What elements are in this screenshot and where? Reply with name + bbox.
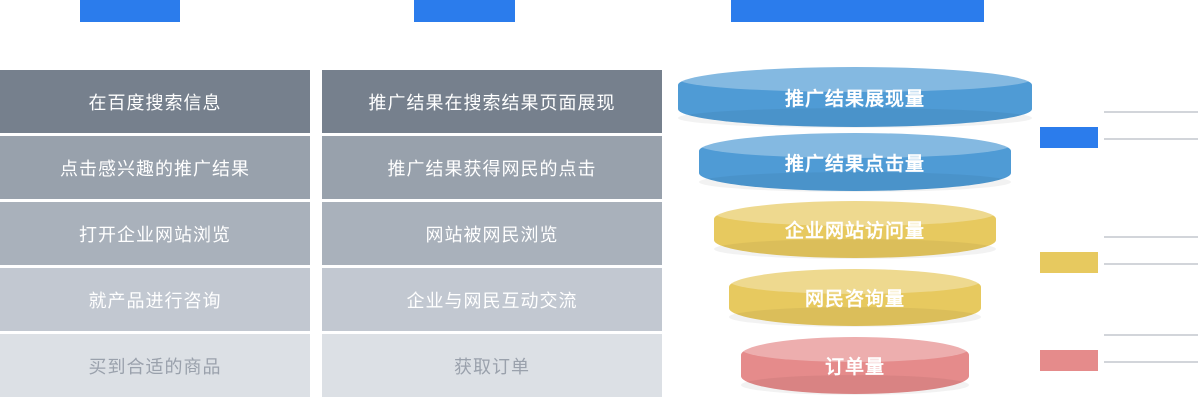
funnel-level-inquiries: 网民咨询量 [729, 268, 981, 327]
legend-leader-line [1104, 236, 1198, 238]
funnel-level-label: 企业网站访问量 [784, 221, 925, 242]
row-label: 推广结果在搜索结果页面展现 [368, 92, 616, 113]
table-row: 买到合适的商品 [0, 334, 310, 397]
header-bar-2 [414, 0, 515, 22]
legend-leader-line [1104, 138, 1198, 140]
funnel-level-site-visits: 企业网站访问量 [714, 200, 996, 259]
promotion-result-column: 推广结果在搜索结果页面展现 推广结果获得网民的点击 网站被网民浏览 企业与网民互… [322, 70, 662, 397]
legend-swatch-red [1040, 350, 1098, 371]
funnel-level-label: 订单量 [824, 357, 885, 378]
row-label: 在百度搜索信息 [88, 92, 222, 113]
table-row: 就产品进行咨询 [0, 268, 310, 331]
funnel-level-impressions: 推广结果展现量 [678, 66, 1032, 128]
header-bar-1 [80, 0, 180, 22]
funnel-level-orders: 订单量 [741, 336, 969, 395]
table-row: 获取订单 [322, 334, 662, 397]
table-row: 推广结果在搜索结果页面展现 [322, 70, 662, 133]
funnel-chart: 推广结果展现量 推广结果点击量 企业网站访问量 网民咨询量 订单量 [678, 62, 1032, 403]
table-row: 推广结果获得网民的点击 [322, 136, 662, 199]
funnel-level-clicks: 推广结果点击量 [699, 132, 1011, 192]
row-label: 网站被网民浏览 [425, 224, 559, 245]
legend-leader-line [1104, 263, 1198, 265]
netizen-behavior-column: 在百度搜索信息 点击感兴趣的推广结果 打开企业网站浏览 就产品进行咨询 买到合适… [0, 70, 310, 397]
funnel-level-label: 推广结果展现量 [784, 88, 925, 110]
table-row: 点击感兴趣的推广结果 [0, 136, 310, 199]
legend-leader-line [1104, 334, 1198, 336]
legend-swatch-blue [1040, 127, 1098, 148]
row-label: 点击感兴趣的推广结果 [60, 158, 250, 179]
table-row: 打开企业网站浏览 [0, 202, 310, 265]
row-label: 买到合适的商品 [88, 356, 222, 377]
legend-leader-line [1104, 111, 1198, 113]
row-label: 打开企业网站浏览 [79, 224, 231, 245]
table-row: 企业与网民互动交流 [322, 268, 662, 331]
table-row: 在百度搜索信息 [0, 70, 310, 133]
funnel-level-label: 推广结果点击量 [784, 153, 925, 175]
row-label: 获取订单 [454, 356, 530, 377]
row-label: 企业与网民互动交流 [406, 290, 578, 311]
header-bar-3 [731, 0, 984, 22]
table-row: 网站被网民浏览 [322, 202, 662, 265]
row-label: 就产品进行咨询 [88, 290, 222, 311]
funnel-level-label: 网民咨询量 [804, 289, 905, 310]
legend-swatch-yellow [1040, 252, 1098, 273]
row-label: 推广结果获得网民的点击 [387, 158, 597, 179]
legend-leader-line [1104, 361, 1198, 363]
